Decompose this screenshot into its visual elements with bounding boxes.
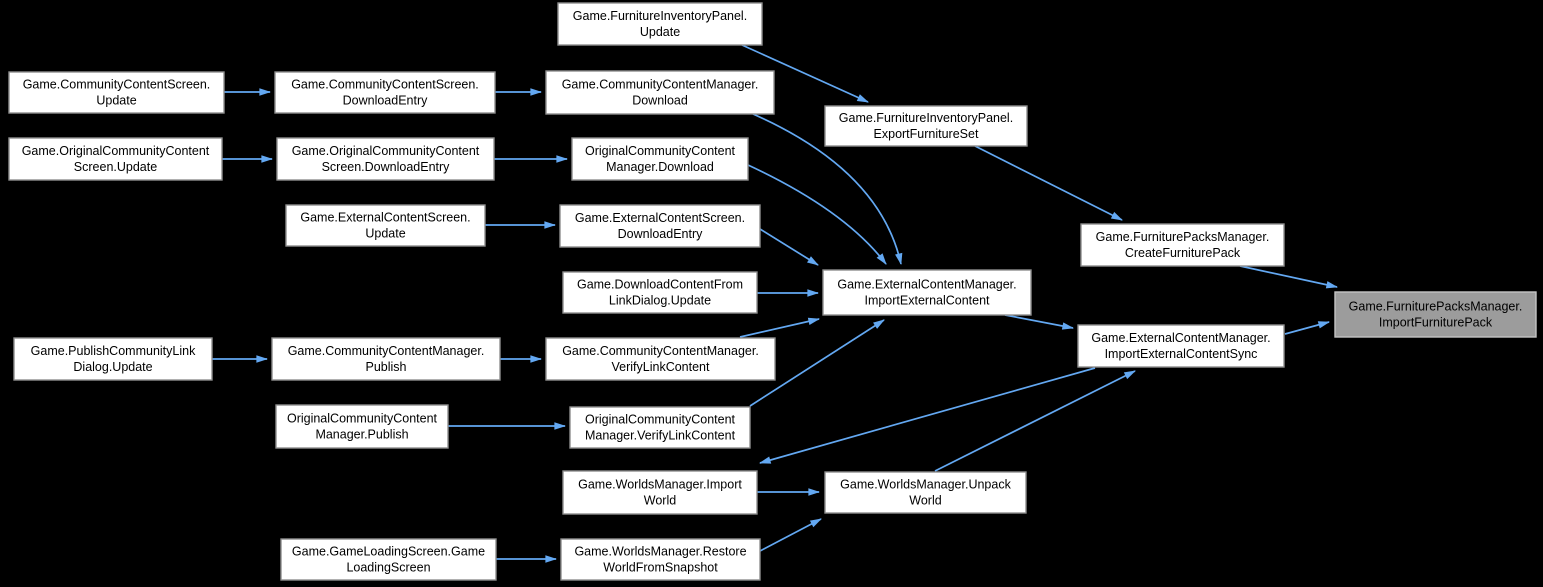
node-box[interactable] <box>822 269 1032 316</box>
node-label: Game.FurnitureInventoryPanel.ExportFurni… <box>839 111 1013 141</box>
node-label: Game.ExternalContentManager.ImportExtern… <box>1091 331 1270 361</box>
node-label: Game.FurniturePacksManager.ImportFurnitu… <box>1349 300 1523 330</box>
node-box[interactable] <box>280 538 497 581</box>
node-label: Game.CommunityContentManager.VerifyLinkC… <box>562 344 759 374</box>
node-label: Game.CommunityContentManager.Download <box>562 78 759 108</box>
node-box-highlighted[interactable] <box>1334 291 1537 338</box>
graph-edge-original-community-content-manager-verify-link-content--external-content-manager-import-external-content <box>749 319 885 407</box>
node-box[interactable] <box>559 204 761 248</box>
node-box[interactable] <box>545 70 775 115</box>
node-box[interactable] <box>545 337 776 381</box>
graph-node-community-content-screen-update[interactable]: Game.CommunityContentScreen.Update <box>8 71 225 114</box>
graph-node-community-content-screen-download-entry[interactable]: Game.CommunityContentScreen.DownloadEntr… <box>274 71 496 114</box>
node-box[interactable] <box>1077 324 1285 368</box>
graph-edge-external-content-manager-import-external-content--external-content-manager-import-external-content-sync <box>1004 314 1075 330</box>
graph-edge-worlds-manager-restore-world-from-snapshot--worlds-manager-unpack-world <box>759 518 822 552</box>
graph-node-furniture-packs-manager-import-furniture-pack[interactable]: Game.FurniturePacksManager.ImportFurnitu… <box>1334 291 1537 338</box>
graph-node-external-content-manager-import-external-content-sync[interactable]: Game.ExternalContentManager.ImportExtern… <box>1077 324 1285 368</box>
graph-node-furniture-inventory-panel-export-furniture-set[interactable]: Game.FurnitureInventoryPanel.ExportFurni… <box>824 105 1028 147</box>
node-box[interactable] <box>8 137 223 181</box>
graph-edge-external-content-manager-import-external-content-sync--furniture-packs-manager-import-furniture-pack <box>1284 321 1331 335</box>
node-box[interactable] <box>562 271 758 314</box>
graph-edge-external-content-manager-import-external-content-sync--worlds-manager-import-world <box>758 367 1096 464</box>
node-label: Game.ExternalContentManager.ImportExtern… <box>837 278 1016 308</box>
graph-edge-worlds-manager-unpack-world--external-content-manager-import-external-content-sync <box>934 370 1136 472</box>
node-label: Game.FurniturePacksManager.CreateFurnitu… <box>1096 230 1270 260</box>
graph-node-external-content-manager-import-external-content[interactable]: Game.ExternalContentManager.ImportExtern… <box>822 269 1032 316</box>
node-box[interactable] <box>824 105 1028 147</box>
node-label: Game.CommunityContentScreen.DownloadEntr… <box>291 78 479 108</box>
graph-edge-community-content-manager-download--external-content-manager-import-external-content <box>752 113 903 266</box>
node-box[interactable] <box>285 204 486 247</box>
node-box[interactable] <box>8 71 225 114</box>
node-label: Game.CommunityContentManager.Publish <box>288 344 485 374</box>
node-box[interactable] <box>557 2 763 46</box>
graph-edge-furniture-inventory-panel-update--furniture-inventory-panel-export-furniture-set <box>741 44 869 103</box>
node-box[interactable] <box>562 470 758 515</box>
node-box[interactable] <box>13 337 213 381</box>
node-box[interactable] <box>271 337 501 381</box>
node-label: Game.ExternalContentScreen.DownloadEntry <box>575 211 745 241</box>
node-box[interactable] <box>824 471 1027 514</box>
graph-edge-furniture-inventory-panel-export-furniture-set--furniture-packs-manager-create-furniture-pack <box>974 145 1123 221</box>
graph-edge-external-content-screen-download-entry--external-content-manager-import-external-content <box>759 228 819 266</box>
graph-node-community-content-manager-download[interactable]: Game.CommunityContentManager.Download <box>545 70 775 115</box>
graph-edge-furniture-packs-manager-create-furniture-pack--furniture-packs-manager-import-furniture-pack <box>1239 265 1339 289</box>
node-box[interactable] <box>569 406 751 449</box>
graph-node-community-content-manager-publish[interactable]: Game.CommunityContentManager.Publish <box>271 337 501 381</box>
graph-node-furniture-packs-manager-create-furniture-pack[interactable]: Game.FurniturePacksManager.CreateFurnitu… <box>1080 223 1285 267</box>
node-box[interactable] <box>275 404 449 449</box>
node-box[interactable] <box>560 538 761 581</box>
node-box[interactable] <box>276 137 495 181</box>
graph-node-furniture-inventory-panel-update[interactable]: Game.FurnitureInventoryPanel.Update <box>557 2 763 46</box>
graph-node-external-content-screen-download-entry[interactable]: Game.ExternalContentScreen.DownloadEntry <box>559 204 761 248</box>
node-box[interactable] <box>1080 223 1285 267</box>
node-label: Game.ExternalContentScreen.Update <box>300 211 470 241</box>
graph-node-external-content-screen-update[interactable]: Game.ExternalContentScreen.Update <box>285 204 486 247</box>
node-label: Game.FurnitureInventoryPanel.Update <box>573 9 747 39</box>
graph-edge-original-community-content-manager-download--external-content-manager-import-external-content <box>747 164 887 265</box>
graph-edge-community-content-manager-verify-link-content--external-content-manager-import-external-content <box>739 317 821 338</box>
node-box[interactable] <box>571 137 749 181</box>
graph-node-community-content-manager-verify-link-content[interactable]: Game.CommunityContentManager.VerifyLinkC… <box>545 337 776 381</box>
node-box[interactable] <box>274 71 496 114</box>
node-label: Game.CommunityContentScreen.Update <box>23 78 211 108</box>
